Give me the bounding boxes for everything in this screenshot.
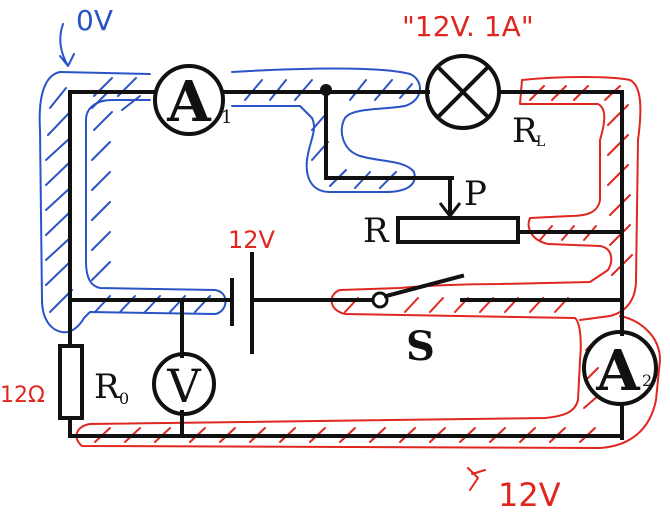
slider-arrow-icon (438, 202, 462, 219)
voltmeter-letter: V (166, 359, 201, 413)
ammeter-a2: A 2 (582, 330, 658, 406)
lamp-label: R (512, 111, 539, 151)
ammeter-a1-letter: A (166, 69, 212, 135)
switch-label: S (406, 323, 435, 370)
ammeter-a1-sub: 1 (221, 107, 232, 128)
resistor-label: R (94, 367, 121, 407)
annotation-lamp-rating: "12V. 1A" (402, 10, 534, 43)
circuit-wires (68, 84, 624, 440)
annotation-top-left-voltage: 0V (76, 4, 113, 37)
rheostat-r: P R (363, 174, 520, 251)
red-highlight (75, 76, 661, 491)
lamp-rl: R L (425, 54, 545, 151)
annotation-resistor-value: 12Ω (0, 383, 45, 408)
ammeter-a2-letter: A (595, 338, 641, 404)
annotation-battery-voltage: 12V (228, 226, 276, 254)
annotation-bottom-voltage: 12V (498, 476, 561, 513)
junction-dot (320, 84, 332, 96)
switch-s: S (371, 273, 465, 370)
ammeter-a1: A 1 (153, 64, 232, 136)
resistor-label-sub: 0 (119, 389, 129, 408)
ammeter-a2-sub: 2 (642, 371, 652, 390)
battery (230, 252, 254, 354)
lamp-label-sub: L (536, 134, 545, 150)
slider-label: P (464, 174, 487, 214)
voltmeter: V (152, 352, 216, 416)
rheostat-label: R (363, 211, 390, 251)
resistor-r0: R 0 (58, 344, 129, 420)
